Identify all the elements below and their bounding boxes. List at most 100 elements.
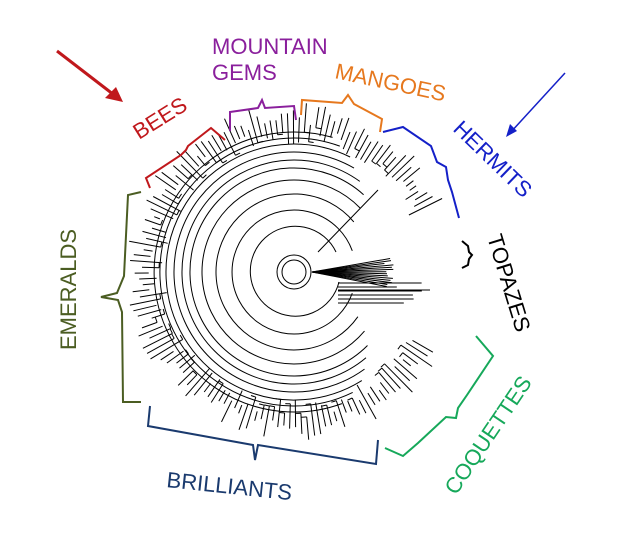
tip-branch (269, 120, 274, 141)
tip-connector (376, 163, 381, 168)
tip-branch (384, 363, 413, 393)
tip-branch (363, 141, 379, 163)
tip-branch (323, 114, 331, 142)
backbone-arc (231, 209, 353, 335)
tip-branch (300, 413, 303, 434)
tip-branch (207, 379, 221, 398)
bees-bracket (144, 126, 226, 189)
tip-connector (315, 127, 322, 130)
tip-branch (277, 399, 282, 428)
tip-connector (399, 352, 404, 358)
tip-connector (154, 316, 158, 323)
tip-connector (222, 159, 228, 164)
tip-branch (379, 382, 390, 394)
tip-branch (210, 383, 224, 403)
tip-branch (254, 411, 258, 421)
tip-connector (384, 169, 389, 174)
tip-connector (354, 148, 360, 152)
tip-connector (159, 293, 162, 299)
coquettes-label: COQUETTES (439, 371, 536, 498)
tip-connector (176, 210, 180, 216)
tip-branch (223, 131, 236, 156)
tip-branch (185, 368, 210, 397)
tip-branch (155, 175, 177, 191)
tip-connector (331, 400, 337, 403)
tip-branch (414, 192, 428, 201)
tip-branch (378, 372, 396, 393)
tip-branch (223, 392, 231, 404)
tip-branch (207, 140, 224, 164)
tree-tips (129, 103, 443, 440)
brilliants-bracket (146, 405, 379, 466)
fan-branch (311, 271, 387, 287)
tip-connector (371, 160, 377, 165)
tip-branch (238, 404, 243, 414)
tip-branch (303, 103, 307, 133)
topaz-branch-fan (311, 258, 422, 304)
tip-branch (391, 155, 415, 178)
tip-connector (160, 241, 163, 248)
tip-connector (377, 367, 383, 372)
tip-branch (371, 144, 384, 162)
tip-branch (130, 260, 163, 264)
tip-branch (211, 134, 222, 152)
tip-branch (200, 141, 217, 163)
tip-branch (405, 190, 419, 200)
tip-branch (315, 107, 320, 128)
tip-branch (381, 367, 401, 389)
root-core-ring (281, 259, 307, 285)
tip-branch (264, 123, 268, 139)
tip-branch (330, 121, 336, 138)
tip-branch (355, 134, 369, 159)
long-branch (317, 189, 379, 253)
tip-branch (142, 230, 167, 239)
tip-branch (384, 156, 397, 171)
tip-branch (166, 350, 184, 364)
tip-branch (152, 196, 181, 212)
tip-connector (275, 398, 281, 400)
tip-branch (179, 354, 196, 369)
mangoes-bracket (300, 93, 384, 133)
backbone-arc (181, 159, 367, 385)
tip-branch (164, 189, 179, 199)
coquettes-bracket (384, 335, 495, 458)
tip-branch (146, 237, 168, 244)
tip-connector (171, 333, 175, 339)
tip-connector (380, 363, 385, 368)
tip-branch (172, 165, 189, 180)
tip-connector (160, 219, 164, 226)
tip-branch (160, 350, 174, 361)
tip-connector (269, 405, 275, 408)
tip-branch (342, 131, 351, 150)
tip-connector (235, 152, 241, 156)
emeralds-bracket (100, 191, 142, 403)
bees-arrow (56, 49, 123, 102)
tip-branch (340, 117, 350, 141)
hermits-arrow (506, 72, 566, 137)
tip-branch (180, 164, 199, 181)
tip-branch (310, 403, 316, 436)
tip-branch (395, 166, 412, 182)
tip-branch (405, 180, 414, 187)
topazes-bracket (461, 240, 474, 269)
tip-connector (305, 403, 311, 405)
tip-branch (142, 283, 155, 286)
tip-branch (260, 405, 265, 420)
tip-connector (382, 163, 388, 168)
tip-branch (315, 402, 322, 435)
tip-branch (143, 249, 153, 252)
tip-connector (304, 131, 310, 134)
tip-branch (150, 208, 174, 220)
hermits-bracket (382, 125, 460, 219)
tip-branch (408, 198, 443, 216)
tip-branch (402, 352, 419, 365)
tip-branch (351, 397, 361, 415)
mountain-gems-label-line1: MOUNTAIN (212, 34, 328, 59)
tip-branch (336, 118, 343, 134)
tip-connector (264, 404, 270, 407)
tip-branch (400, 344, 433, 367)
tip-branch (195, 143, 206, 158)
tip-branch (378, 389, 387, 401)
tip-connector (279, 412, 285, 414)
tip-branch (413, 196, 433, 207)
